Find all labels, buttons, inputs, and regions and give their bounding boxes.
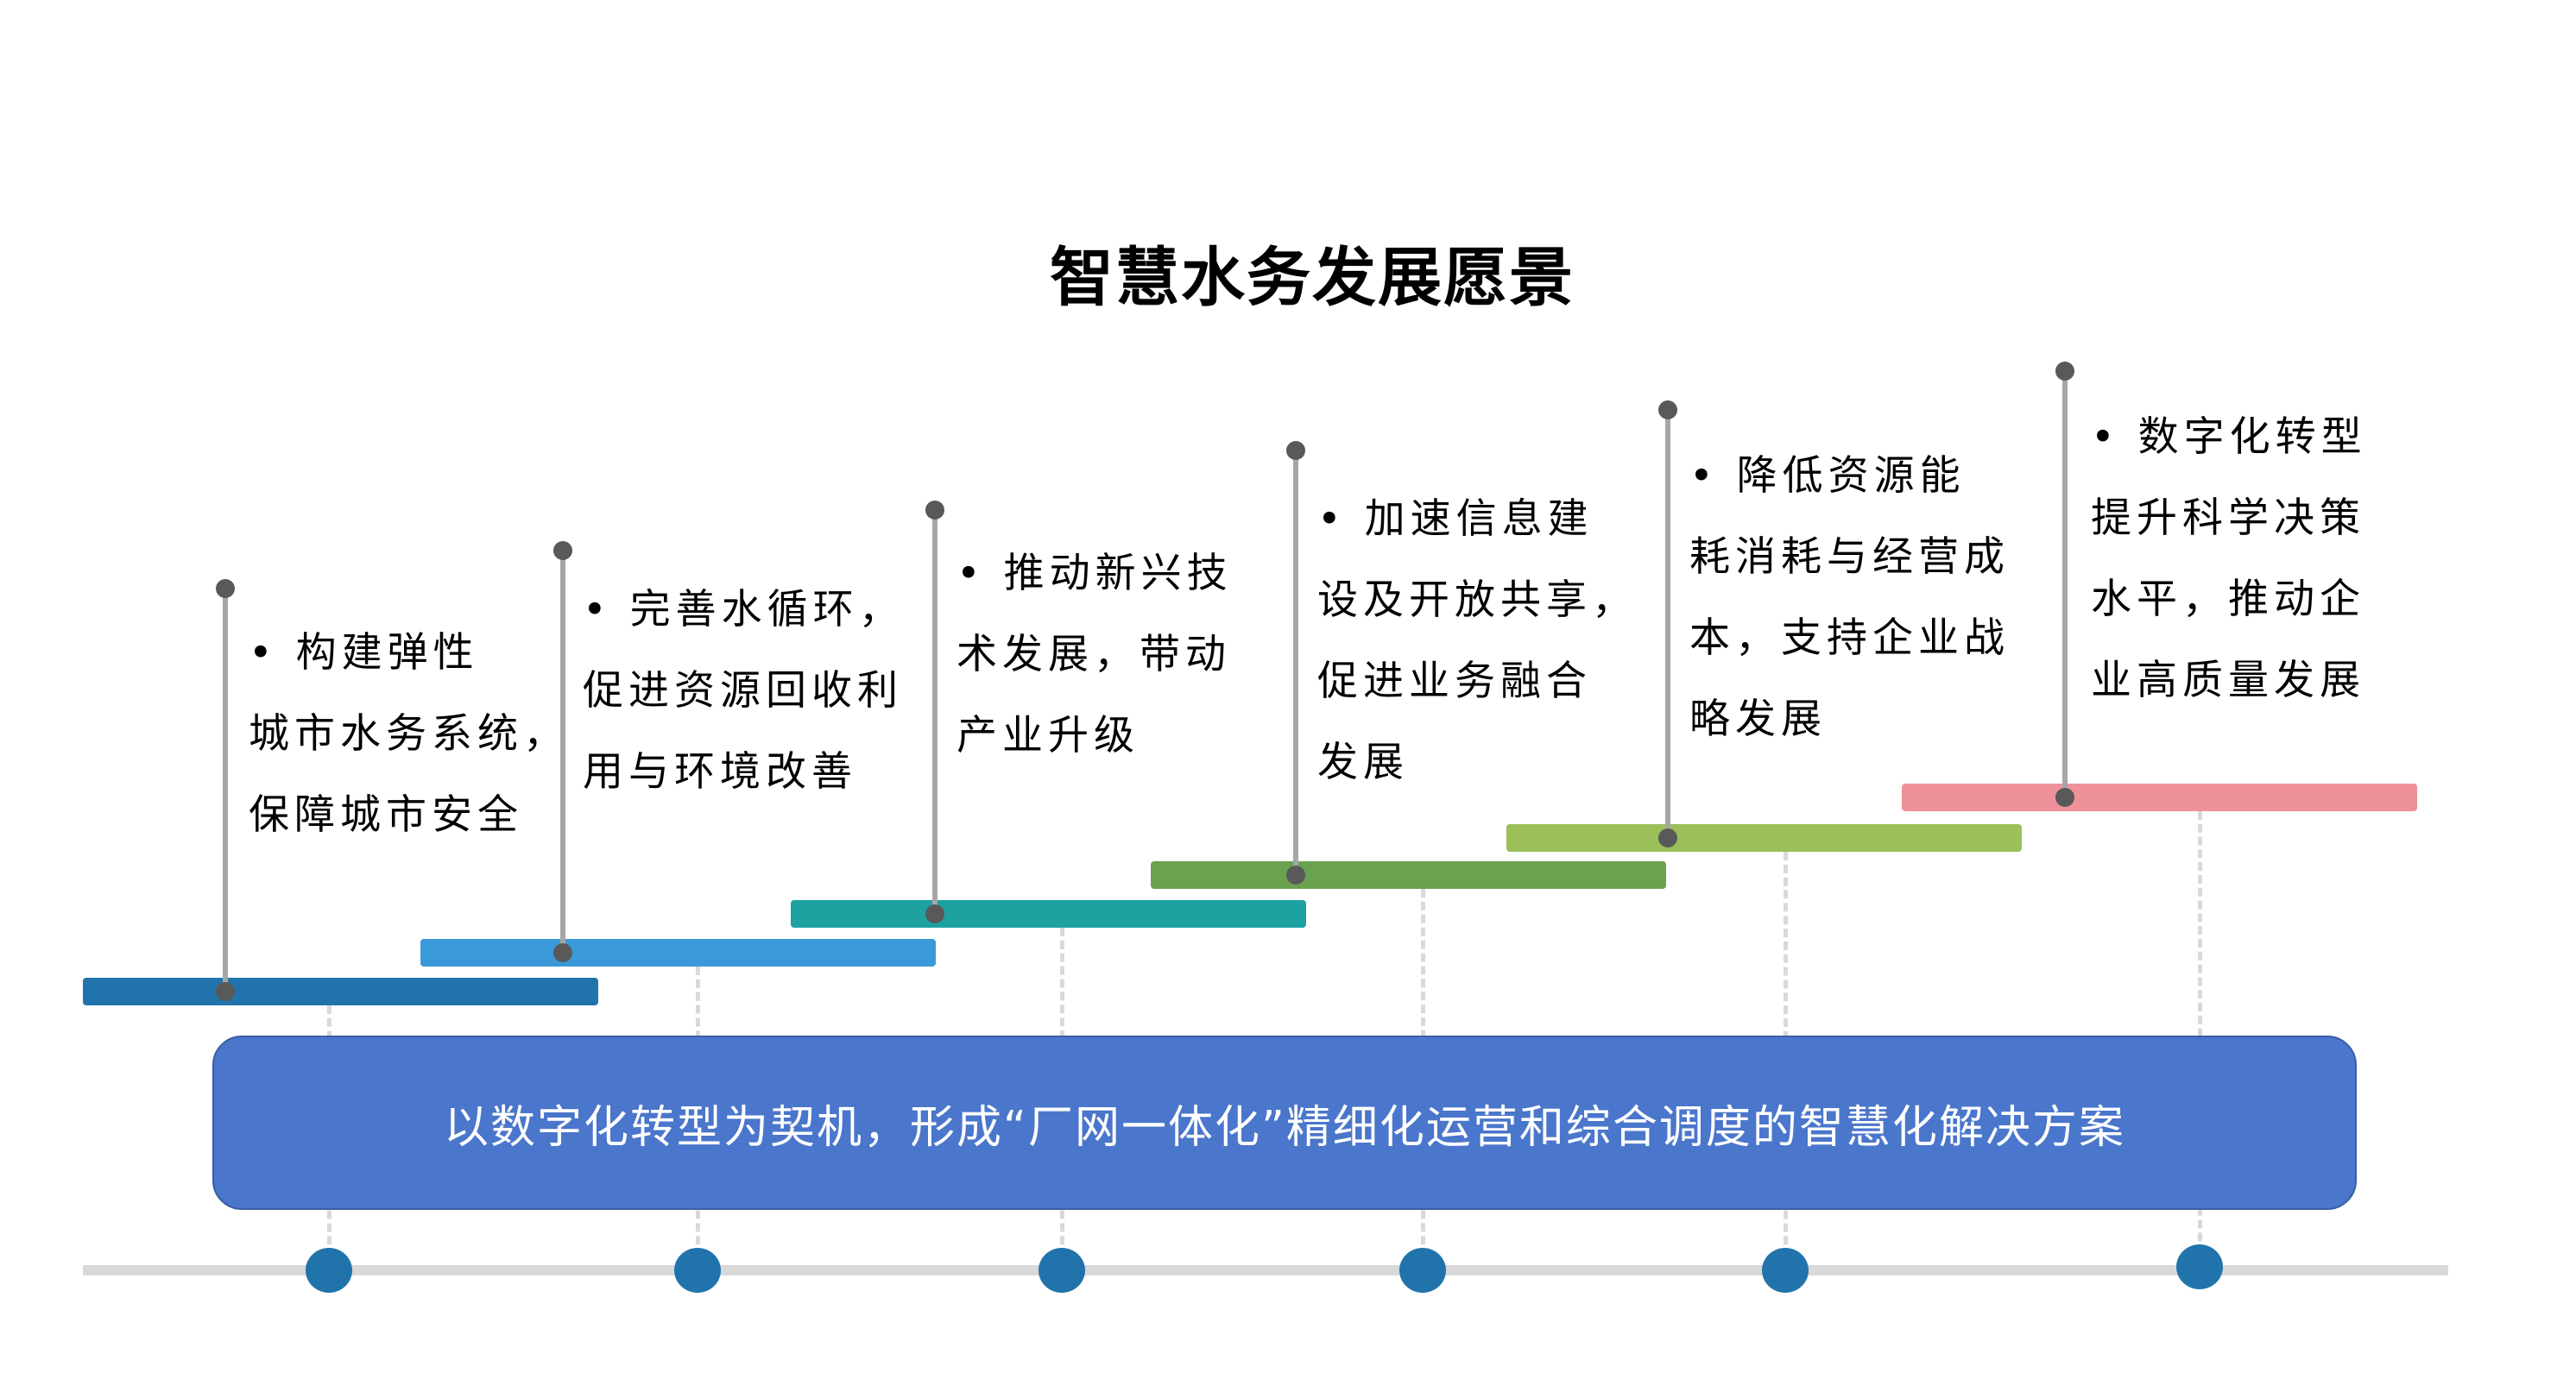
- description-line: • 降低资源能: [1689, 452, 1966, 500]
- description-line: 设及开放共享，: [1317, 576, 1638, 624]
- stem-bottom-dot: [2055, 788, 2074, 807]
- milestone-stem: [2062, 371, 2068, 797]
- stem-top-dot: [925, 501, 944, 520]
- milestone-description: • 构建弹性城市水务系统， 保障城市安全: [249, 613, 569, 856]
- timeline-node: [1762, 1248, 1809, 1293]
- timeline-node: [2176, 1244, 2223, 1289]
- timeline-axis: [83, 1265, 2448, 1275]
- description-line: 产业升级: [957, 712, 1140, 759]
- milestone-description: • 降低资源能耗消耗与经营成本，支持企业战略发展: [1689, 436, 2010, 760]
- milestone-bar: [420, 939, 936, 967]
- stem-bottom-dot: [1286, 866, 1305, 885]
- timeline-node: [674, 1248, 721, 1293]
- description-line: 略发展: [1689, 696, 1827, 743]
- description-line: 促进业务融合: [1317, 658, 1592, 705]
- description-line: • 推动新兴技: [957, 550, 1233, 597]
- milestone-bar: [1506, 824, 2022, 852]
- description-line: • 完善水循环，: [583, 586, 905, 633]
- description-line: 提升科学决策: [2091, 494, 2365, 542]
- description-line: 促进资源回收利: [583, 667, 903, 715]
- stem-top-dot: [2055, 362, 2074, 381]
- description-line: 发展: [1317, 739, 1409, 786]
- milestone-bar: [791, 900, 1306, 928]
- stem-bottom-dot: [1658, 828, 1677, 847]
- stem-top-dot: [216, 579, 235, 598]
- description-line: 耗消耗与经营成: [1689, 533, 2010, 581]
- description-line: 本，支持企业战: [1689, 614, 2010, 662]
- description-line: 术发展，带动: [957, 631, 1231, 678]
- description-line: 城市水务系统，: [249, 710, 569, 758]
- description-line: • 构建弹性: [249, 629, 479, 677]
- stem-bottom-dot: [925, 904, 944, 923]
- description-line: 用与环境改善: [583, 748, 857, 796]
- description-line: 业高质量发展: [2091, 657, 2365, 704]
- timeline-node: [306, 1248, 352, 1293]
- milestone-stem: [223, 589, 228, 992]
- description-line: 水平，推动企: [2091, 576, 2365, 623]
- milestone-description: • 完善水循环， 促进资源回收利用与环境改善: [583, 570, 905, 813]
- timeline-node: [1039, 1248, 1085, 1293]
- timeline-node: [1399, 1248, 1446, 1293]
- stem-top-dot: [1658, 400, 1677, 419]
- summary-banner: 以数字化转型为契机，形成“厂网一体化”精细化运营和综合调度的智慧化解决方案: [212, 1036, 2357, 1210]
- milestone-description: • 加速信息建设及开放共享， 促进业务融合发展: [1317, 479, 1638, 803]
- page-title: 智慧水务发展愿景: [1050, 241, 1575, 315]
- stem-top-dot: [1286, 441, 1305, 460]
- stem-bottom-dot: [216, 982, 235, 1001]
- description-line: • 数字化转型: [2091, 413, 2367, 461]
- milestone-stem: [932, 510, 938, 914]
- milestone-bar: [1151, 861, 1666, 889]
- description-line: 保障城市安全: [249, 791, 523, 839]
- milestone-stem: [1665, 410, 1670, 838]
- summary-banner-text: 以数字化转型为契机，形成“厂网一体化”精细化运营和综合调度的智慧化解决方案: [444, 1101, 2125, 1154]
- milestone-stem: [560, 551, 565, 953]
- milestone-description: • 数字化转型提升科学决策水平，推动企业高质量发展: [2091, 397, 2367, 721]
- milestone-bar: [1902, 784, 2417, 811]
- milestone-stem: [1293, 450, 1298, 875]
- description-line: • 加速信息建: [1317, 495, 1594, 543]
- stem-top-dot: [553, 541, 572, 560]
- milestone-bar: [83, 978, 598, 1005]
- milestone-description: • 推动新兴技术发展，带动产业升级: [957, 533, 1233, 777]
- stem-bottom-dot: [553, 943, 572, 962]
